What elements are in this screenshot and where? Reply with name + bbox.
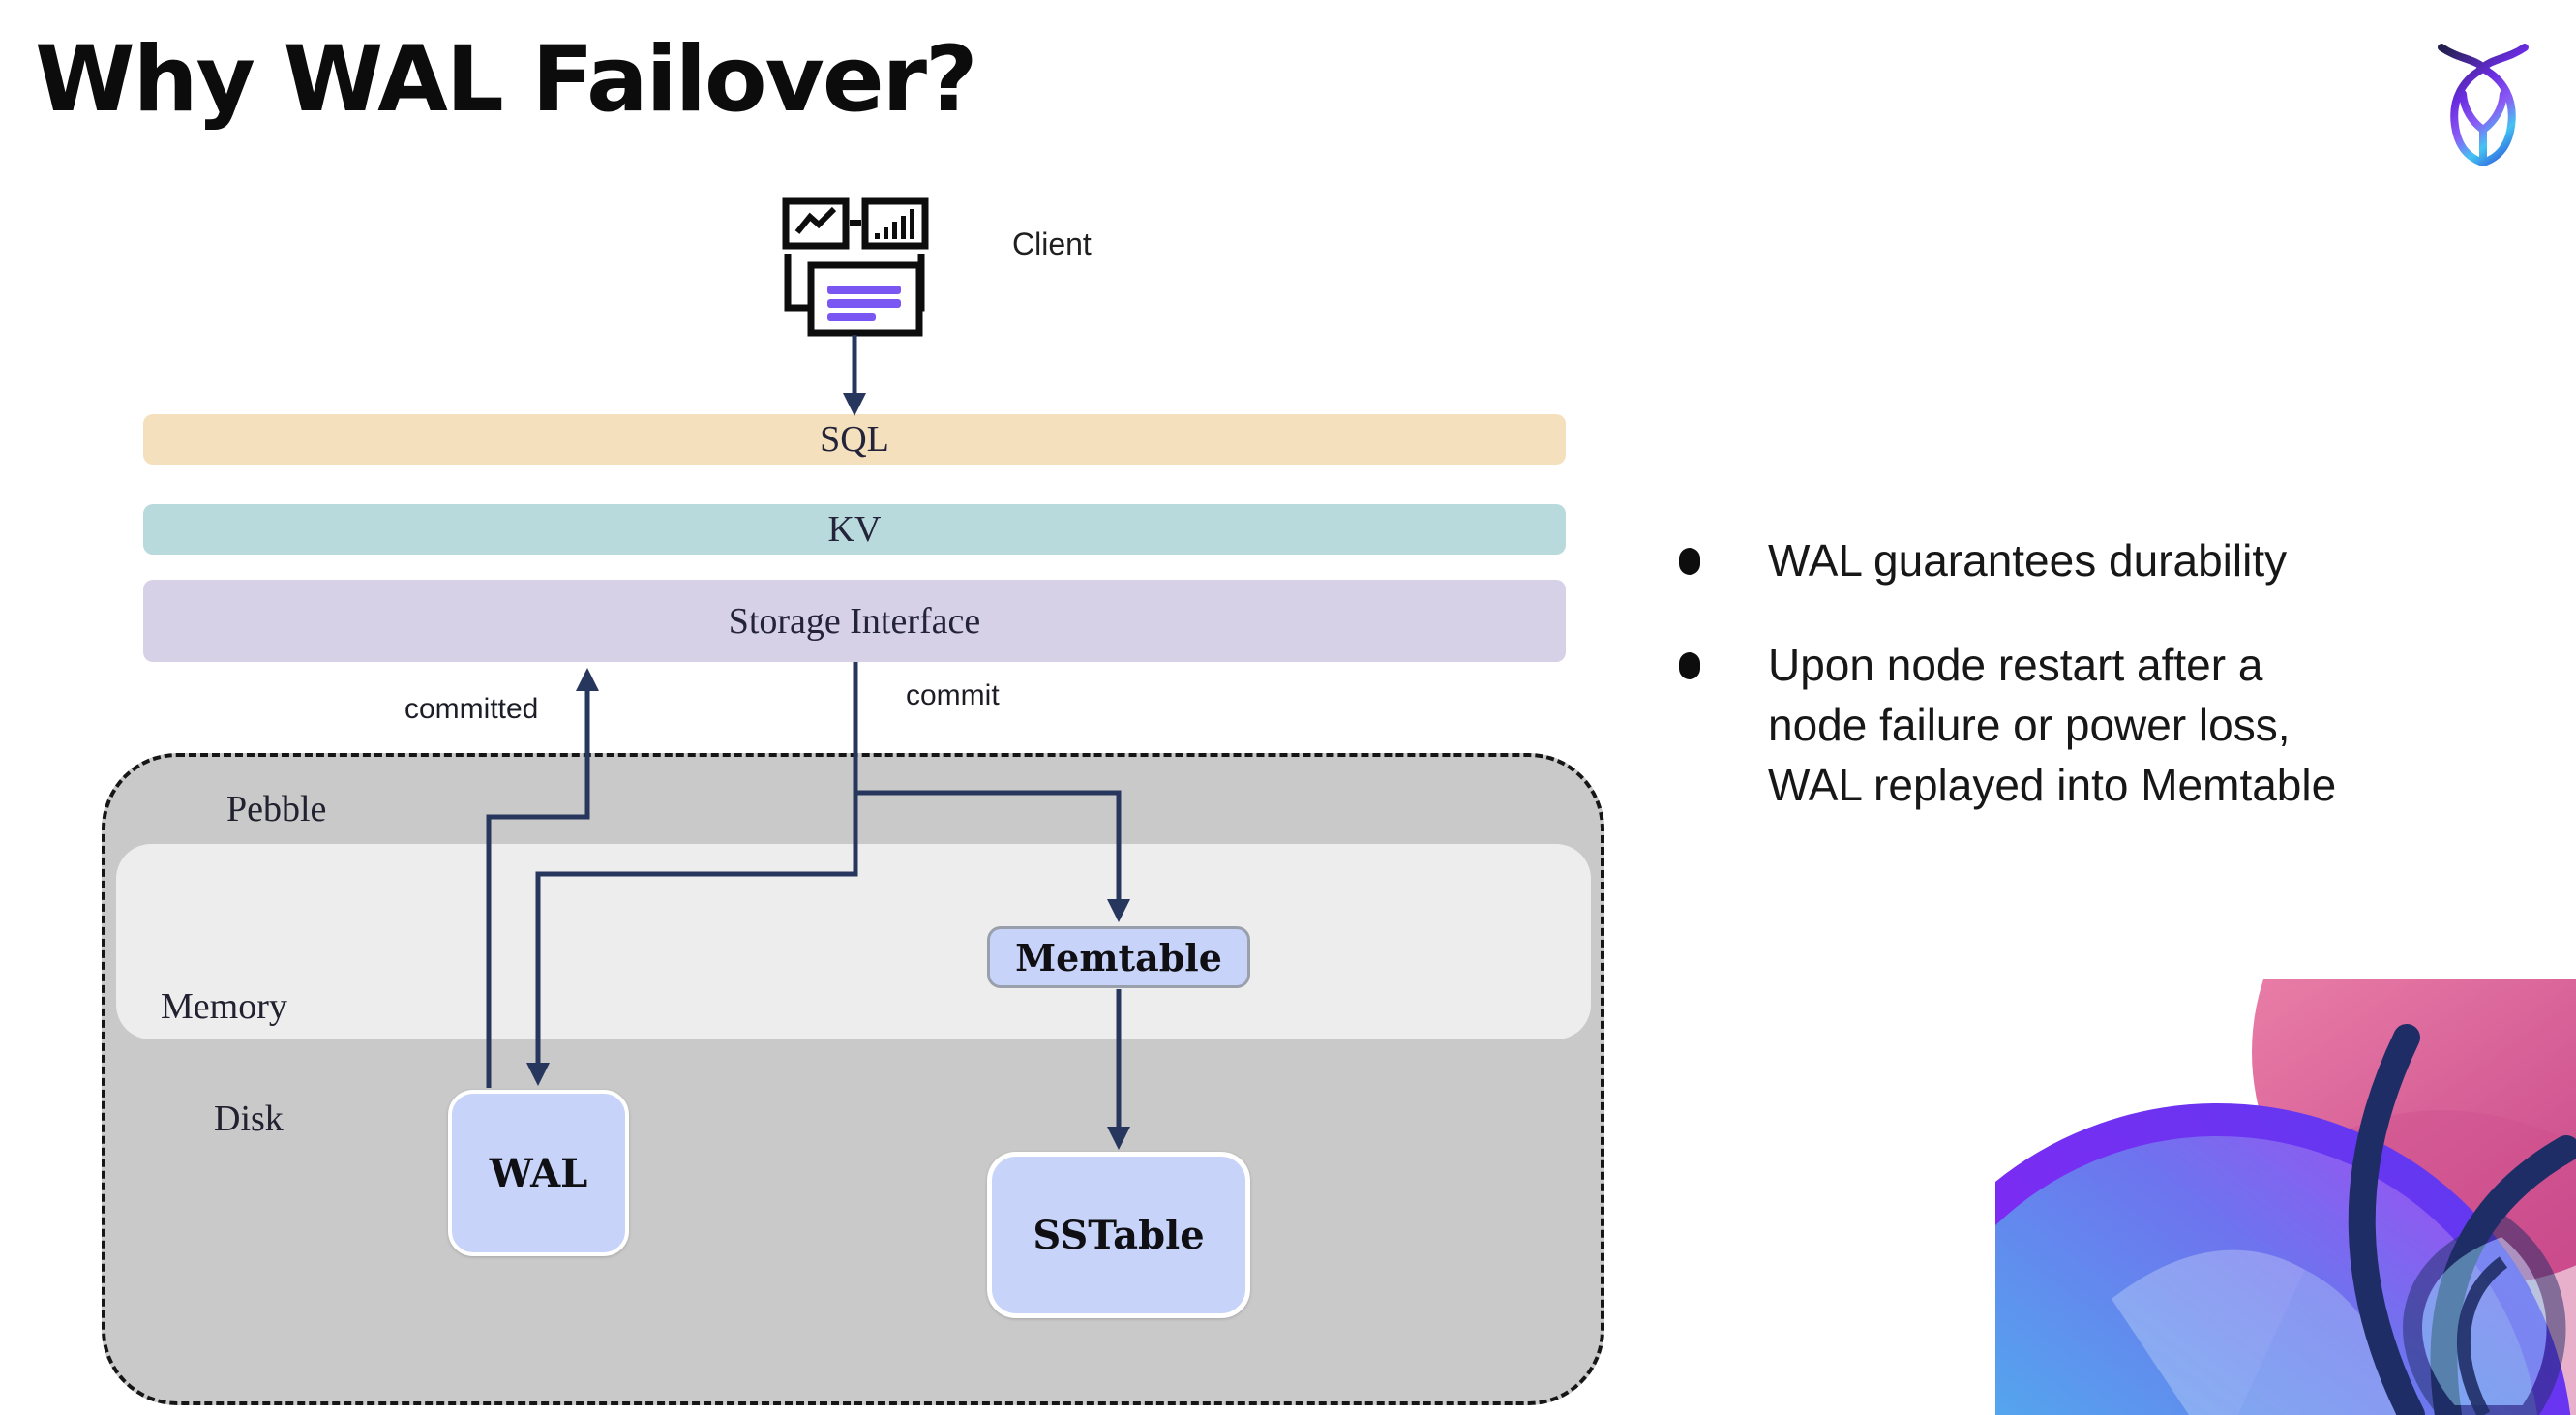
- bullet-dot: [1679, 548, 1700, 575]
- client-label: Client: [1012, 226, 1092, 261]
- bullet-item: WAL guarantees durability: [1679, 530, 2550, 590]
- commit-label: commit: [906, 679, 1000, 711]
- memtable-box-label: Memtable: [1015, 935, 1222, 979]
- layer-storage-interface: Storage Interface: [143, 580, 1566, 662]
- wal-box-label: WAL: [489, 1150, 588, 1196]
- pebble-label: Pebble: [226, 789, 327, 829]
- bullet-text: Upon node restart after a node failure o…: [1768, 640, 2337, 810]
- bullet-item: Upon node restart after a node failure o…: [1679, 635, 2550, 815]
- disk-label: Disk: [214, 1099, 284, 1139]
- sstable-box: SSTable: [987, 1152, 1250, 1318]
- layer-kv: KV: [143, 504, 1566, 555]
- corner-artwork: [1995, 979, 2576, 1415]
- layer-kv-label: KV: [827, 509, 882, 550]
- memory-label: Memory: [161, 986, 287, 1027]
- memory-band: [116, 844, 1591, 1039]
- bullet-list: WAL guarantees durability Upon node rest…: [1679, 530, 2550, 859]
- page-title: Why WAL Failover?: [35, 27, 978, 133]
- client-icon: [782, 197, 929, 337]
- layer-storage-interface-label: Storage Interface: [728, 600, 981, 642]
- pebble-container: Pebble Memory Disk: [102, 753, 1604, 1405]
- committed-label: committed: [404, 693, 539, 725]
- bullet-dot: [1679, 652, 1700, 679]
- wal-box: WAL: [448, 1090, 629, 1256]
- bullet-text: WAL guarantees durability: [1768, 535, 2288, 586]
- cockroachdb-logo-icon: [2438, 44, 2529, 166]
- memtable-box: Memtable: [987, 926, 1250, 988]
- sstable-box-label: SSTable: [1033, 1212, 1205, 1258]
- layer-sql-label: SQL: [820, 419, 889, 460]
- layer-sql: SQL: [143, 414, 1566, 465]
